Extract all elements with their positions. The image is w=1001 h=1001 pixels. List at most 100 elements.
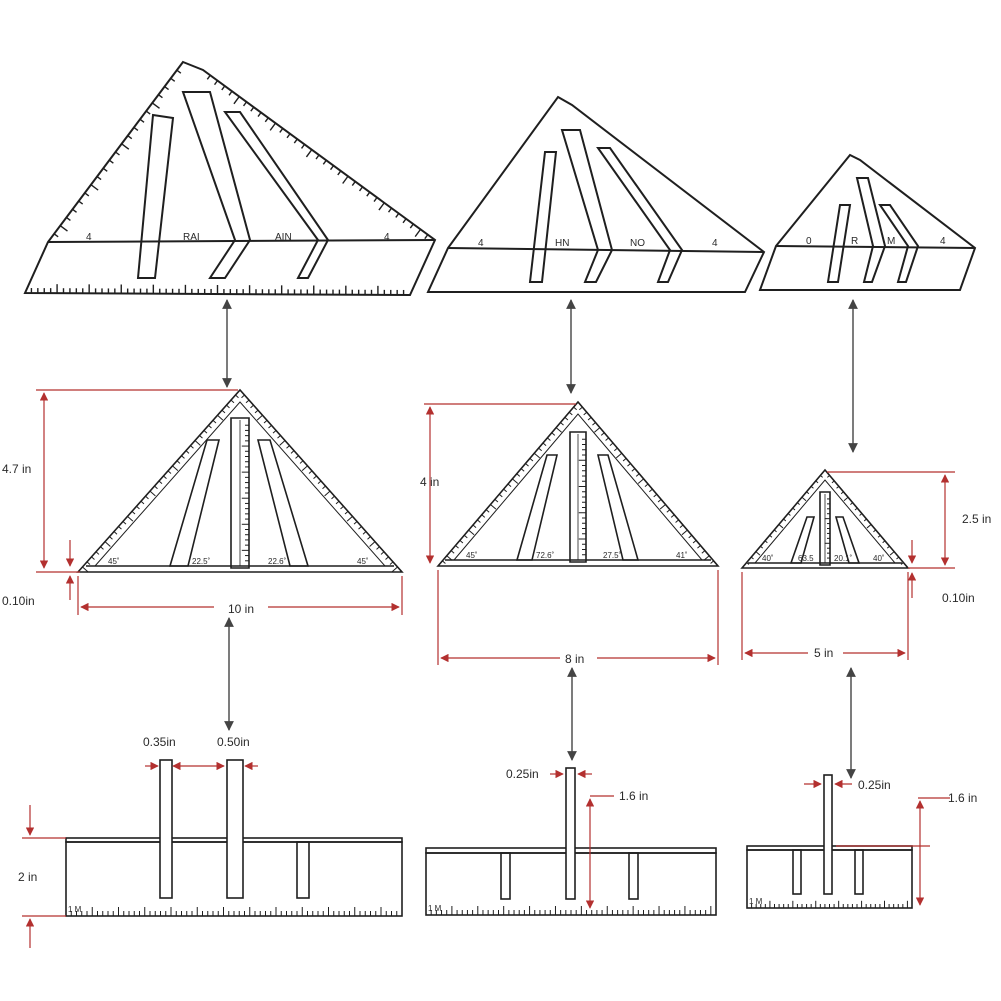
top-medium-label-4: 4 bbox=[712, 238, 718, 249]
tick-mark bbox=[59, 225, 68, 232]
tick-mark bbox=[627, 463, 631, 467]
tick-mark bbox=[520, 468, 525, 472]
tick-mark bbox=[831, 480, 835, 484]
mid-medium-height-label: 4 in bbox=[420, 475, 439, 489]
tick-mark bbox=[583, 411, 588, 416]
tick-mark bbox=[503, 488, 507, 493]
tick-mark bbox=[551, 432, 556, 436]
tick-mark bbox=[378, 202, 385, 211]
mid-small-base-thickness-label: 0.10in bbox=[942, 591, 975, 605]
tick-mark bbox=[337, 170, 342, 176]
tick-mark bbox=[525, 463, 529, 467]
tick-mark bbox=[538, 447, 542, 452]
tick-mark bbox=[139, 118, 145, 123]
tick-mark bbox=[866, 524, 872, 529]
tick-mark bbox=[221, 85, 226, 91]
top-large-label-4: 4 bbox=[384, 232, 390, 243]
mid-large-angle-4: 45˚ bbox=[357, 557, 369, 566]
bottom-small-scale-label: 1 M bbox=[749, 897, 763, 906]
tick-mark bbox=[82, 566, 89, 573]
tick-mark bbox=[547, 437, 551, 441]
mid-small-angle-1: 40˚ bbox=[762, 554, 774, 563]
tick-mark bbox=[863, 518, 867, 522]
tick-mark bbox=[746, 562, 750, 565]
tick-mark bbox=[697, 545, 701, 549]
tick-mark bbox=[653, 493, 658, 498]
tick-mark bbox=[277, 435, 281, 439]
tick-mark bbox=[873, 529, 877, 533]
tick-mark bbox=[854, 507, 858, 511]
tick-mark bbox=[53, 233, 59, 238]
tick-mark bbox=[65, 216, 71, 222]
tick-mark bbox=[228, 90, 233, 96]
tick-mark bbox=[402, 218, 407, 224]
tick-mark bbox=[217, 414, 224, 421]
tick-mark bbox=[644, 483, 649, 487]
bottom-large-scale-ticks bbox=[70, 907, 398, 916]
tick-mark bbox=[792, 507, 796, 511]
top-medium-label-3: NO bbox=[630, 238, 645, 249]
tick-mark bbox=[477, 519, 481, 523]
tick-mark bbox=[605, 437, 609, 441]
mid-small-angle-3: 20.1˚ bbox=[834, 554, 853, 563]
tick-mark bbox=[424, 234, 429, 240]
tick-mark bbox=[163, 475, 167, 479]
tick-mark bbox=[185, 450, 190, 454]
tick-mark bbox=[710, 560, 714, 564]
tick-mark bbox=[362, 531, 367, 535]
tick-mark bbox=[90, 184, 99, 191]
tick-mark bbox=[579, 406, 583, 411]
top-large-label-1: 4 bbox=[86, 232, 92, 243]
tick-mark bbox=[145, 495, 149, 500]
tick-mark bbox=[245, 399, 250, 404]
tick-mark bbox=[836, 485, 840, 489]
tick-mark bbox=[164, 85, 170, 91]
tick-mark bbox=[542, 442, 547, 446]
mid-large-angle-2: 22.5˚ bbox=[192, 557, 211, 566]
tick-mark bbox=[468, 529, 475, 536]
tick-mark bbox=[300, 143, 306, 149]
tick-mark bbox=[622, 457, 627, 462]
mid-large-height-label: 4.7 in bbox=[2, 462, 31, 476]
tick-mark bbox=[158, 480, 163, 485]
tick-mark bbox=[889, 551, 895, 556]
mid-large-angle-labels: 45˚ 22.5˚ 22.6˚ 45˚ bbox=[108, 557, 369, 566]
tick-mark bbox=[272, 430, 277, 434]
top-small-label-4: 4 bbox=[940, 236, 946, 247]
tick-mark bbox=[455, 545, 459, 549]
mid-large-triangle bbox=[76, 388, 404, 573]
tick-mark bbox=[293, 138, 298, 144]
top-large-tick-marks bbox=[30, 69, 429, 295]
mid-large-ticks bbox=[82, 394, 398, 573]
tick-mark bbox=[194, 440, 201, 446]
tick-mark bbox=[555, 427, 562, 433]
tick-mark bbox=[136, 505, 140, 510]
tick-mark bbox=[380, 551, 385, 555]
tick-mark bbox=[242, 101, 248, 107]
top-medium-label-1: 4 bbox=[478, 238, 484, 249]
tick-mark bbox=[301, 465, 308, 471]
mid-medium-angle-1: 45˚ bbox=[466, 551, 478, 560]
tick-mark bbox=[494, 498, 499, 503]
mid-large-width-label: 10 in bbox=[228, 602, 254, 616]
bottom-large-slot-width-a: 0.35in bbox=[143, 735, 176, 749]
tick-mark bbox=[512, 478, 519, 484]
tick-mark bbox=[675, 519, 679, 523]
tick-mark bbox=[158, 94, 163, 99]
tick-mark bbox=[594, 427, 601, 433]
tick-mark bbox=[750, 556, 754, 560]
tick-mark bbox=[635, 473, 640, 477]
top-medium-ruler bbox=[426, 95, 766, 293]
tick-mark bbox=[826, 475, 830, 478]
tick-mark bbox=[344, 510, 349, 515]
top-medium-label-2: HN bbox=[555, 238, 569, 249]
tick-mark bbox=[353, 521, 358, 525]
tick-mark bbox=[764, 540, 768, 544]
tick-mark bbox=[414, 228, 422, 238]
bottom-small-slot-depth: 1.6 in bbox=[948, 791, 977, 805]
tick-mark bbox=[446, 555, 453, 561]
tick-mark bbox=[755, 551, 761, 556]
tick-mark bbox=[376, 546, 380, 550]
tick-mark bbox=[701, 550, 706, 554]
mid-small-width-label: 5 in bbox=[814, 646, 833, 660]
